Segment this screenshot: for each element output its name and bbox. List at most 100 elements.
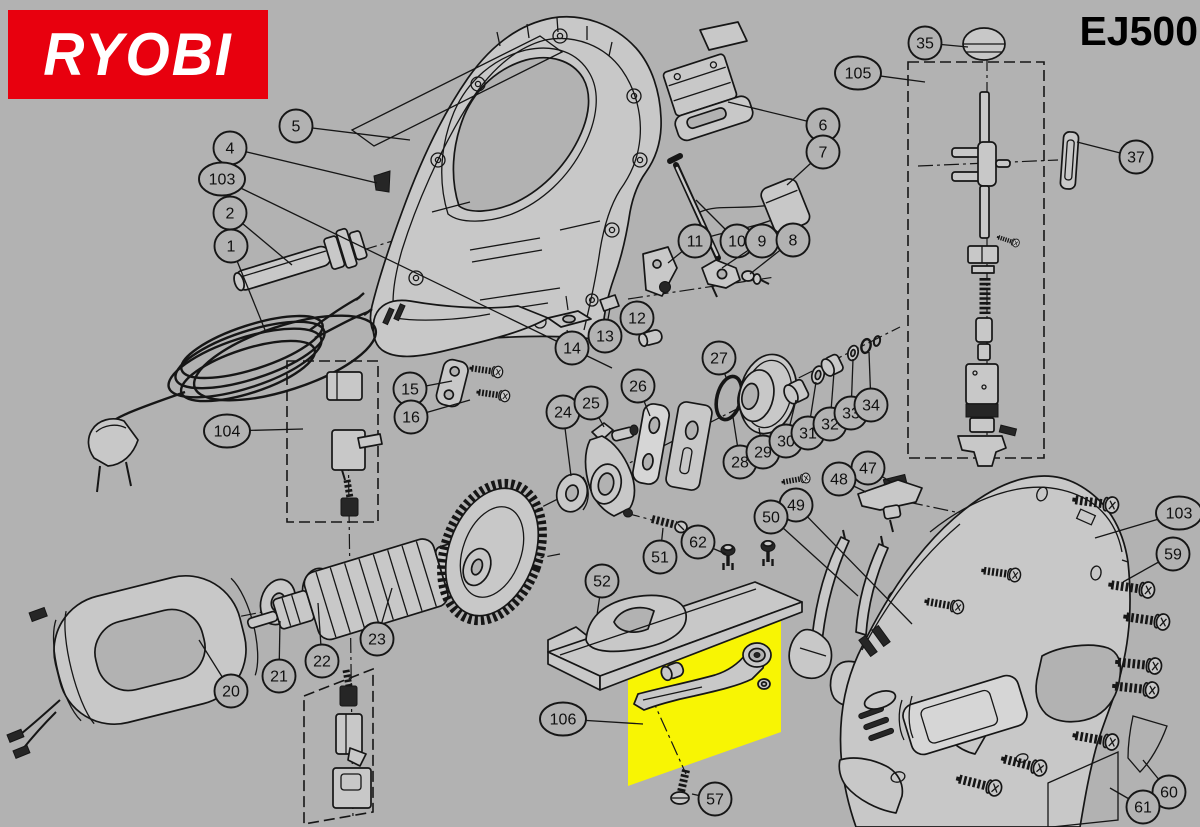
callout-15[interactable]: 15 xyxy=(392,371,453,407)
callout-number: 23 xyxy=(368,632,386,649)
callout-leader-line xyxy=(795,504,913,625)
callout-balloon[interactable] xyxy=(393,399,429,435)
callout-50[interactable]: 50 xyxy=(753,499,859,597)
callout-number: 22 xyxy=(313,654,331,671)
callout-105[interactable]: 105 xyxy=(834,55,926,91)
callout-26[interactable]: 26 xyxy=(620,368,656,417)
callout-57[interactable]: 57 xyxy=(691,781,733,817)
callout-balloon[interactable] xyxy=(701,340,737,376)
callout-balloon[interactable] xyxy=(680,524,716,560)
power-cord xyxy=(100,292,378,433)
callout-27[interactable]: 27 xyxy=(701,340,737,381)
brush-assembly-upper xyxy=(326,371,383,517)
callout-106[interactable]: 106 xyxy=(539,701,644,737)
callout-34[interactable]: 34 xyxy=(853,351,889,423)
callout-balloon[interactable] xyxy=(642,539,678,575)
callout-balloon[interactable] xyxy=(821,461,857,497)
callout-balloon[interactable] xyxy=(554,330,590,366)
callout-leader-line xyxy=(295,125,411,141)
callout-47[interactable]: 47 xyxy=(850,450,892,486)
callout-103[interactable]: 103 xyxy=(198,161,613,369)
callout-23[interactable]: 23 xyxy=(359,587,395,657)
callout-21[interactable]: 21 xyxy=(261,620,297,694)
callout-52[interactable]: 52 xyxy=(584,563,620,616)
callout-balloon[interactable] xyxy=(1155,495,1200,531)
callout-balloon[interactable] xyxy=(278,108,314,144)
callout-35[interactable]: 35 xyxy=(907,25,969,61)
callout-balloon[interactable] xyxy=(573,385,609,421)
callout-59[interactable]: 59 xyxy=(1122,536,1191,583)
callout-balloon[interactable] xyxy=(584,563,620,599)
callout-14[interactable]: 14 xyxy=(554,329,590,366)
callout-25[interactable]: 25 xyxy=(573,385,609,428)
callout-number: 30 xyxy=(777,434,795,451)
callout-37[interactable]: 37 xyxy=(1076,139,1154,175)
callout-balloon[interactable] xyxy=(1155,536,1191,572)
callout-5[interactable]: 5 xyxy=(278,108,411,144)
callout-22[interactable]: 22 xyxy=(304,602,340,679)
stator-part-20 xyxy=(6,574,259,759)
label-plate-60 xyxy=(1127,715,1168,773)
callout-balloon[interactable] xyxy=(198,161,246,197)
screw-51 xyxy=(651,515,688,534)
callout-2[interactable]: 2 xyxy=(212,195,293,266)
callout-balloon[interactable] xyxy=(359,621,395,657)
callout-62[interactable]: 62 xyxy=(680,524,727,560)
part-13-clip xyxy=(599,294,620,312)
callout-leader-line xyxy=(229,147,378,184)
callout-balloon[interactable] xyxy=(834,55,882,91)
callout-balloon[interactable] xyxy=(539,701,587,737)
callout-8[interactable]: 8 xyxy=(749,222,811,275)
callout-number: 7 xyxy=(819,145,828,162)
callout-balloon[interactable] xyxy=(213,673,249,709)
callout-balloon[interactable] xyxy=(261,658,297,694)
callout-11[interactable]: 11 xyxy=(667,223,713,264)
callout-balloon[interactable] xyxy=(753,499,789,535)
callout-60[interactable]: 60 xyxy=(1142,759,1187,810)
callout-number: 6 xyxy=(819,118,828,135)
callout-balloon[interactable] xyxy=(1125,789,1161,825)
callout-balloon[interactable] xyxy=(697,781,733,817)
callout-balloon[interactable] xyxy=(1151,774,1187,810)
washer-24 xyxy=(555,473,589,513)
callout-leader-line xyxy=(770,516,859,597)
callout-balloon[interactable] xyxy=(587,318,623,354)
callout-number: 104 xyxy=(214,424,241,441)
callout-number: 24 xyxy=(554,405,572,422)
callout-7[interactable]: 7 xyxy=(786,134,841,186)
callout-1[interactable]: 1 xyxy=(213,228,266,331)
callout-12[interactable]: 12 xyxy=(619,300,655,336)
callout-balloon[interactable] xyxy=(853,387,889,423)
callout-number: 35 xyxy=(916,36,934,53)
callout-103[interactable]: 103 xyxy=(1094,495,1200,539)
callout-balloon[interactable] xyxy=(620,368,656,404)
callout-13[interactable]: 13 xyxy=(587,307,623,354)
callout-balloon[interactable] xyxy=(619,300,655,336)
callout-9[interactable]: 9 xyxy=(721,223,780,269)
base-shoe-52 xyxy=(547,538,803,691)
callout-48[interactable]: 48 xyxy=(821,461,867,497)
callout-61[interactable]: 61 xyxy=(1109,787,1161,825)
plunger-assembly-105 xyxy=(951,27,1020,467)
callout-balloon[interactable] xyxy=(677,223,713,259)
callout-104[interactable]: 104 xyxy=(203,413,304,449)
callout-number: 52 xyxy=(593,574,611,591)
callout-number: 105 xyxy=(845,66,872,83)
callout-20[interactable]: 20 xyxy=(198,639,249,709)
armature-part-23 xyxy=(246,478,547,641)
callout-51[interactable]: 51 xyxy=(642,527,678,575)
roller-lever-106 xyxy=(633,642,772,711)
callout-balloon[interactable] xyxy=(805,134,841,170)
callout-balloon[interactable] xyxy=(203,413,251,449)
brush-assembly-lower xyxy=(332,669,372,809)
callout-balloon[interactable] xyxy=(213,228,249,264)
callout-balloon[interactable] xyxy=(907,25,943,61)
callout-16[interactable]: 16 xyxy=(393,399,471,435)
callout-number: 28 xyxy=(731,455,749,472)
callout-balloon[interactable] xyxy=(1118,139,1154,175)
callout-balloon[interactable] xyxy=(304,643,340,679)
callout-number: 49 xyxy=(787,498,805,515)
callout-balloon[interactable] xyxy=(775,222,811,258)
